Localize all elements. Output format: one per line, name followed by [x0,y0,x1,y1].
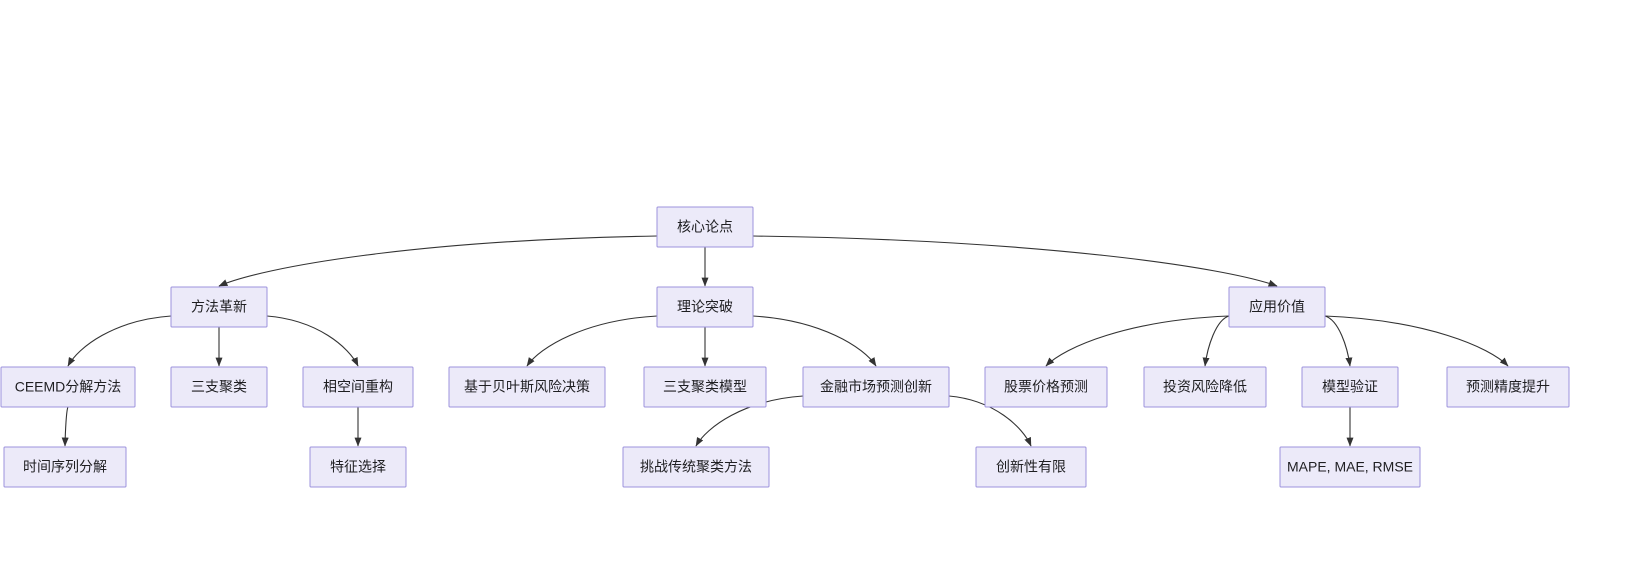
node-box[interactable] [302,366,414,408]
node-理论突破[interactable]: 理论突破 [656,286,754,328]
node-box[interactable] [622,446,770,488]
node-特征选择[interactable]: 特征选择 [309,446,407,488]
node-box[interactable] [0,366,136,408]
node-预测精度提升[interactable]: 预测精度提升 [1446,366,1570,408]
edge-l2c-to-l3g [1045,315,1230,367]
node-box[interactable] [1446,366,1570,408]
edge-l2c-to-l3i [1324,315,1353,367]
edge-l3f-to-l4d [948,395,1032,447]
node-挑战传统聚类方法[interactable]: 挑战传统聚类方法 [622,446,770,488]
node-创新性有限[interactable]: 创新性有限 [975,446,1087,488]
node-box[interactable] [3,446,127,488]
node-box[interactable] [170,366,268,408]
edge-l2c-to-l3j [1324,315,1509,367]
edge-layer [61,235,1509,447]
edge-l2b-to-l3d [526,315,658,367]
node-时间序列分解[interactable]: 时间序列分解 [3,446,127,488]
edge-l2c-to-l3h [1202,315,1230,367]
node-box[interactable] [656,206,754,248]
node-三支聚类[interactable]: 三支聚类 [170,366,268,408]
node-box[interactable] [1279,446,1421,488]
node-mape-mae-rmse[interactable]: MAPE, MAE, RMSE [1279,446,1421,488]
edge-l2a-to-l3c [266,315,359,367]
node-box[interactable] [643,366,767,408]
edge-root-to-l2c [752,235,1278,287]
node-layer: 核心论点方法革新 理论突破 应用价值 CEEMD分解方法三支聚类相空间重构基于贝叶斯风… [0,206,1570,488]
edge-root-to-l2a [218,235,658,287]
node-box[interactable] [448,366,606,408]
node-box[interactable] [1228,286,1326,328]
edge-l2b-to-l3f [752,315,877,367]
edge-l3f-to-l4c [695,395,804,447]
node-box[interactable] [1143,366,1267,408]
node-box[interactable] [656,286,754,328]
node-投资风险降低[interactable]: 投资风险降低 [1143,366,1267,408]
node-基于贝叶斯风险决策[interactable]: 基于贝叶斯风险决策 [448,366,606,408]
node-box[interactable] [1301,366,1399,408]
node-box[interactable] [309,446,407,488]
node-box[interactable] [802,366,950,408]
node-box[interactable] [975,446,1087,488]
edge-l2a-to-l3a [67,315,172,367]
node-核心论点[interactable]: 核心论点 [656,206,754,248]
node-box[interactable] [170,286,268,328]
node-股票价格预测[interactable]: 股票价格预测 [984,366,1108,408]
node-模型验证[interactable]: 模型验证 [1301,366,1399,408]
edge-l3a-to-l4a [61,406,69,447]
node-相空间重构[interactable]: 相空间重构 [302,366,414,408]
node-方法革新[interactable]: 方法革新 [170,286,268,328]
node-三支聚类模型[interactable]: 三支聚类模型 [643,366,767,408]
node-ceemd分解方法[interactable]: CEEMD分解方法 [0,366,136,408]
node-金融市场预测创新[interactable]: 金融市场预测创新 [802,366,950,408]
node-box[interactable] [984,366,1108,408]
node-应用价值[interactable]: 应用价值 [1228,286,1326,328]
